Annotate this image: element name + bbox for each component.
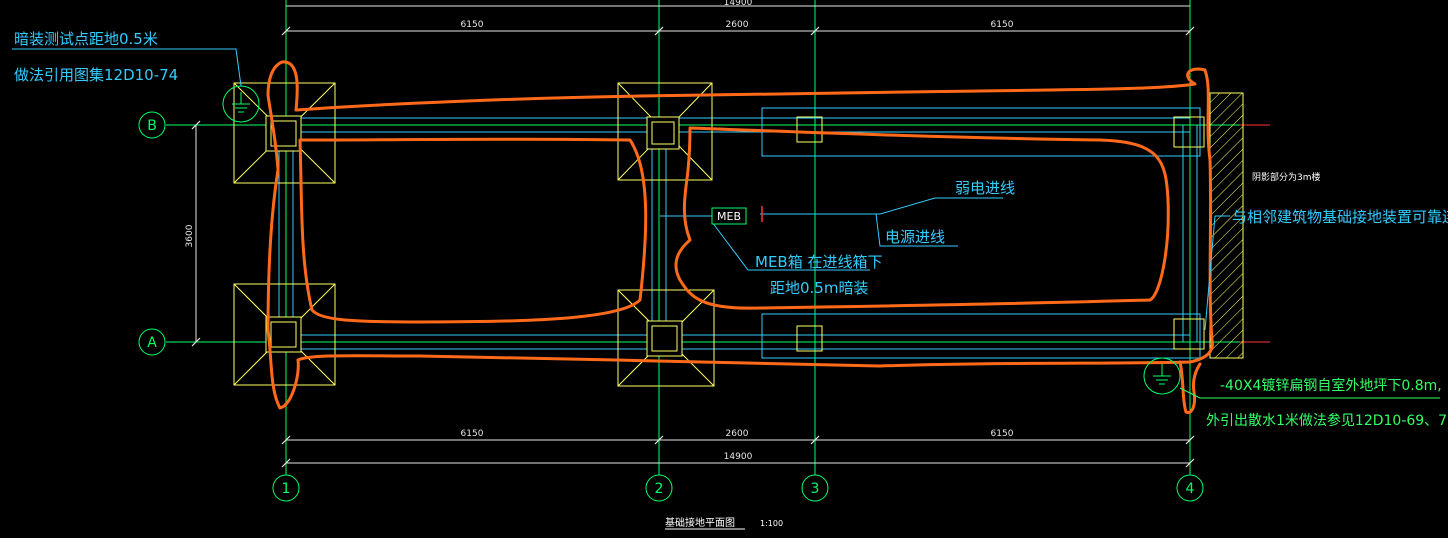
axis-label-a: A xyxy=(147,335,157,351)
axis-bubble-1 xyxy=(272,474,300,502)
leader-weak-current xyxy=(760,197,1003,215)
drawing-scale: 1:100 xyxy=(760,519,783,528)
dimension-lines xyxy=(195,5,1190,464)
axis-bubble-b xyxy=(138,111,166,139)
ground-symbol-icon xyxy=(222,85,260,123)
leader-meb xyxy=(711,221,870,271)
power-in-note: 电源进线 xyxy=(885,228,945,246)
flat-steel-note-1: -40X4镀锌扁钢自室外地坪下0.8m, xyxy=(1220,377,1442,394)
footing-2a xyxy=(617,289,715,387)
markup-left-bay xyxy=(298,137,648,324)
dim-top-span-2: 2600 xyxy=(726,20,749,30)
meb-box xyxy=(711,207,747,225)
column-4a xyxy=(1173,318,1205,350)
ground-symbol-icon xyxy=(1143,357,1181,395)
markup-right-bay xyxy=(674,126,1170,310)
column-3b xyxy=(796,116,823,143)
axis-label-4: 4 xyxy=(1186,481,1195,497)
axis-bubble-2 xyxy=(645,474,673,502)
column-4b xyxy=(1173,116,1205,148)
dim-bottom-span-1: 6150 xyxy=(461,429,484,439)
flat-steel-note-2: 外引出散水1米做法参见12D10-69、70,共4处 xyxy=(1206,412,1448,429)
meb-box-label: MEB xyxy=(717,210,741,223)
axis-label-2: 2 xyxy=(655,481,664,497)
meb-note-1: MEB箱 在进线箱下 xyxy=(755,253,882,271)
dim-bottom-total: 14900 xyxy=(724,452,753,462)
orange-markup xyxy=(266,60,1214,414)
footing-2b xyxy=(617,82,713,181)
test-point-note-2: 做法引用图集12D10-74 xyxy=(14,66,178,84)
weak-current-note: 弱电进线 xyxy=(955,179,1015,197)
center-line-extensions xyxy=(1240,124,1270,343)
leader-lines xyxy=(12,48,1440,399)
neighbor-bond-note: 与相邻建筑物基础接地装置可靠连接 xyxy=(1232,208,1448,226)
dim-top-total: 14900 xyxy=(724,0,753,8)
leader-power-in xyxy=(875,213,958,247)
dim-top-span-3: 6150 xyxy=(991,20,1014,30)
footing-1a xyxy=(233,283,336,386)
grid-lines xyxy=(166,0,1240,475)
axis-label-b: B xyxy=(147,118,157,134)
column-3a xyxy=(796,325,823,352)
meb-note-2: 距地0.5m暗装 xyxy=(770,279,868,297)
leader-neighbor xyxy=(1204,215,1230,331)
drawing-title: 基础接地平面图 xyxy=(665,516,735,529)
dim-bottom-span-3: 6150 xyxy=(991,429,1014,439)
test-point-note-1: 暗装测试点距地0.5米 xyxy=(14,30,158,48)
axis-bubble-a xyxy=(138,328,166,356)
axis-bubble-4 xyxy=(1176,474,1204,502)
axis-label-3: 3 xyxy=(811,481,820,497)
footings xyxy=(233,82,1205,387)
footing-1b xyxy=(233,82,336,184)
foundation-beams xyxy=(278,107,1201,359)
axis-label-1: 1 xyxy=(282,481,291,497)
axis-bubble-3 xyxy=(801,474,829,502)
dimension-ticks xyxy=(191,26,1195,468)
leader-test-point xyxy=(12,48,242,87)
dim-bottom-span-2: 2600 xyxy=(726,429,749,439)
dim-top-span-1: 6150 xyxy=(461,20,484,30)
markup-outer-loop xyxy=(266,60,1214,410)
dim-left-span: 3600 xyxy=(185,224,195,247)
leader-flat-steel xyxy=(1179,387,1440,399)
hatch-note: 阴影部分为3m楼 xyxy=(1252,171,1321,183)
adjacent-building-hatch xyxy=(1209,92,1244,359)
axis-bubbles xyxy=(138,111,1204,502)
